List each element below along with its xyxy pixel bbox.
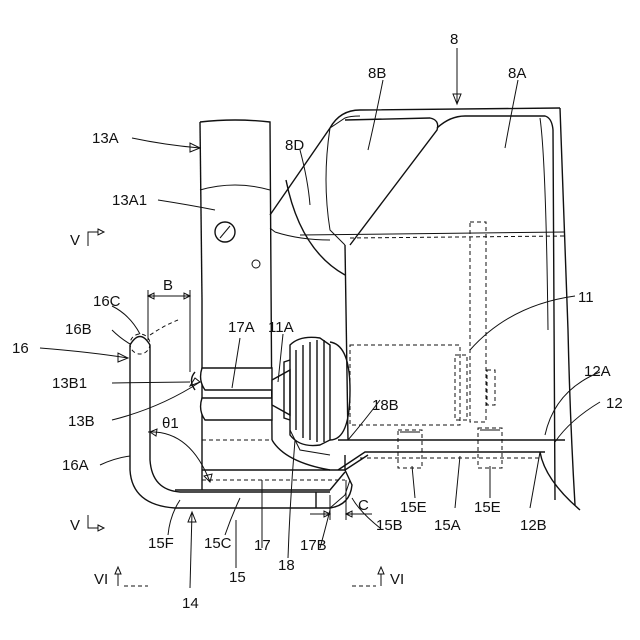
dimension-B [148,290,190,372]
bracket-13A [200,120,275,440]
label-8D: 8D [285,137,304,154]
section-marker-VI-left [115,567,148,586]
label-B: B [163,277,173,294]
label-17: 17 [254,537,271,554]
label-C: C [358,497,369,514]
label-11A: 11A [268,319,294,336]
label-16: 16 [12,340,29,357]
base-17 [175,460,345,490]
label-13B: 13B [68,413,95,430]
label-18: 18 [278,557,295,574]
label-15B: 15B [376,517,403,534]
label-13A1: 13A1 [112,192,147,209]
label-VI-right: VI [390,571,404,588]
label-16B: 16B [65,321,92,338]
section-marker-VI-right [352,567,384,586]
label-11: 11 [578,289,594,306]
label-17A: 17A [228,319,255,336]
label-16A: 16A [62,457,89,474]
label-13B1: 13B1 [52,375,87,392]
label-17B: 17B [300,537,327,554]
label-8: 8 [450,31,458,48]
label-14: 14 [182,595,199,612]
label-V-top: V [70,232,80,249]
label-theta1: θ1 [162,415,179,432]
label-12B: 12B [520,517,547,534]
label-8A: 8A [508,65,526,82]
label-15: 15 [229,569,246,586]
label-15E-left: 15E [400,499,427,516]
knob-18 [272,337,350,470]
label-V-bottom: V [70,517,80,534]
label-8B: 8B [368,65,386,82]
label-12A: 12A [584,363,611,380]
label-16C: 16C [93,293,121,310]
label-18B: 18B [372,397,399,414]
label-15F: 15F [148,535,174,552]
label-15C: 15C [204,535,232,552]
label-VI-left: VI [94,571,108,588]
label-15E-right: 15E [474,499,501,516]
label-13A: 13A [92,130,119,147]
box-11 [350,222,495,425]
leader-lines [40,48,600,588]
section-marker-V-bottom [88,515,104,531]
label-12: 12 [606,395,623,412]
label-15A: 15A [434,517,461,534]
section-marker-V-top [88,229,104,246]
